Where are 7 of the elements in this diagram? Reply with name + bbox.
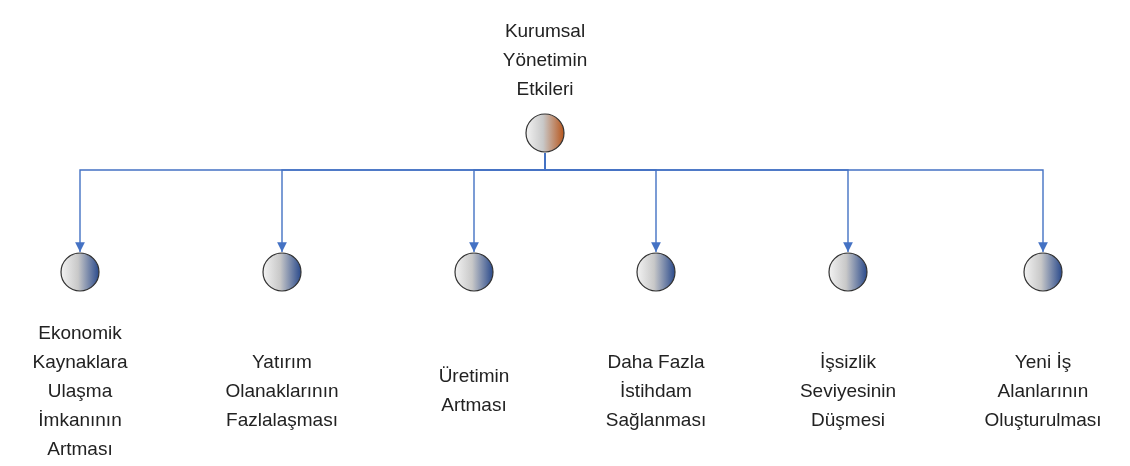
node-label: Kurumsal Yönetimin Etkileri xyxy=(501,19,589,101)
node-label: İşsizlik Seviyesinin Düşmesi xyxy=(798,349,898,432)
node-label: Üretimin Artması xyxy=(437,364,511,417)
node-label: Yeni İş Alanlarının Oluşturulması xyxy=(983,349,1103,432)
node-label: Ekonomik Kaynaklara Ulaşma İmkanının Artması xyxy=(31,320,129,461)
node-label: Yatırım Olanaklarının Fazlalaşması xyxy=(224,349,340,432)
node-label: Daha Fazla İstihdam Sağlanması xyxy=(604,349,708,432)
